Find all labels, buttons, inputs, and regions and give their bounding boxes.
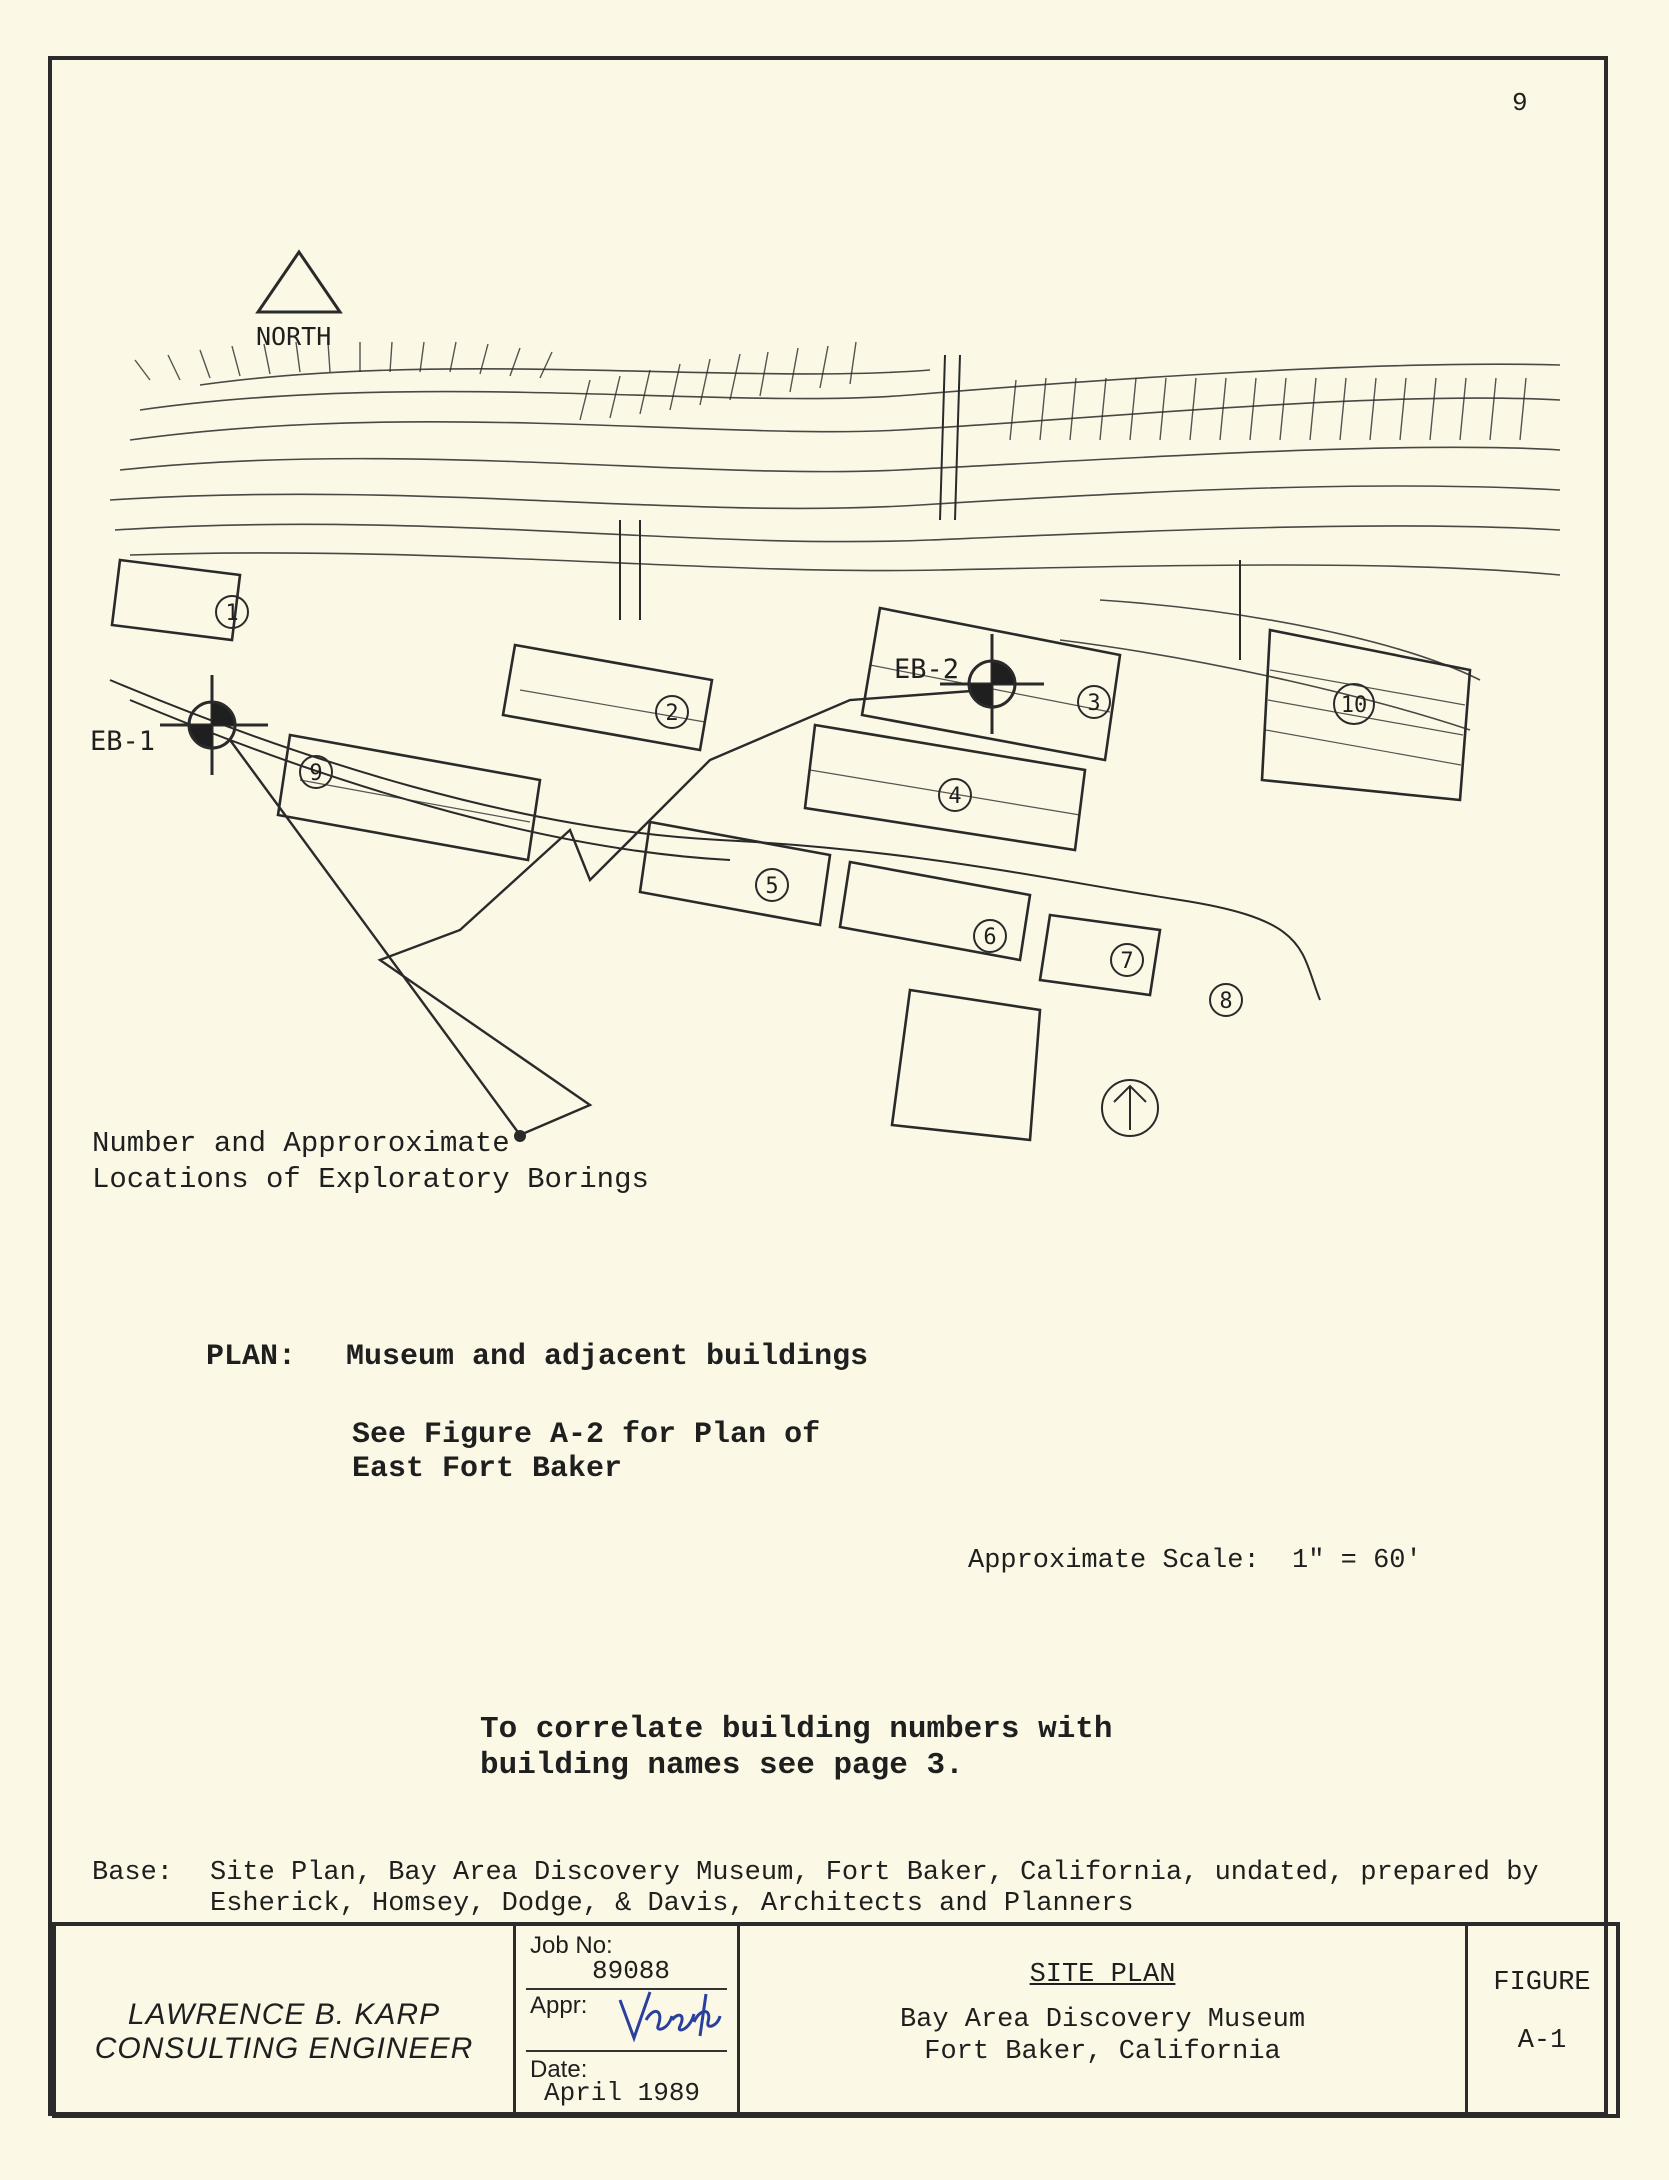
building-9-marker bbox=[299, 755, 333, 789]
scale-text: Approximate Scale: 1" = 60' bbox=[968, 1546, 1422, 1576]
building-10-outline bbox=[1260, 628, 1472, 802]
boring-leader-line bbox=[377, 688, 986, 1137]
plan-reference-line-2: East Fort Baker bbox=[352, 1452, 623, 1486]
borings-legend-line-1: Number and Approroximate bbox=[92, 1127, 510, 1160]
boring-eb2-symbol bbox=[940, 634, 1044, 734]
building-number: 4 bbox=[948, 784, 961, 809]
firm-name-line-1: LAWRENCE B. KARP bbox=[127, 1998, 441, 2031]
building-number: 1 bbox=[225, 601, 238, 626]
parking-lot-outline bbox=[890, 988, 1042, 1142]
boring-leader-line-2 bbox=[229, 739, 521, 1136]
project-line-2: Fort Baker, California bbox=[924, 2037, 1281, 2067]
boring-eb1-symbol bbox=[160, 675, 268, 775]
building-number: 5 bbox=[765, 874, 778, 899]
project-name: Bay Area Discovery Museum Fort Baker, Ca… bbox=[740, 2004, 1465, 2068]
borings-legend-line-2: Locations of Exploratory Borings bbox=[92, 1163, 649, 1196]
plan-reference: See Figure A-2 for Plan of East Fort Bak… bbox=[352, 1418, 820, 1486]
page-number: 9 bbox=[1512, 88, 1528, 118]
building-10-marker bbox=[1333, 683, 1375, 725]
approval-signature-icon bbox=[618, 1991, 722, 2043]
date-label: Date: bbox=[530, 2056, 588, 2083]
leader-dot-icon bbox=[514, 1130, 526, 1142]
building-number: 10 bbox=[1341, 693, 1368, 718]
building-1-outline bbox=[110, 558, 242, 642]
north-label: NORTH bbox=[256, 322, 332, 351]
job-number-value: 89088 bbox=[592, 1956, 671, 1986]
building-number: 2 bbox=[665, 701, 678, 726]
job-number-rule bbox=[526, 1988, 727, 1990]
plan-title-text: Museum and adjacent buildings bbox=[346, 1340, 869, 1374]
title-block-title-cell: SITE PLAN Bay Area Discovery Museum Fort… bbox=[740, 1926, 1468, 2114]
plan-north-arrow-icon bbox=[1101, 1079, 1159, 1137]
boring-labels: EB-1 EB-2 bbox=[90, 654, 959, 757]
date-value: April 1989 bbox=[544, 2078, 701, 2108]
job-number-label: Job No: bbox=[530, 1932, 613, 1959]
borings-legend-label: Number and Approroximate Locations of Ex… bbox=[92, 1126, 649, 1198]
approved-label: Appr: bbox=[530, 1992, 588, 2019]
plan-label: PLAN: bbox=[206, 1340, 297, 1374]
building-6-marker bbox=[973, 919, 1007, 953]
building-5-marker bbox=[755, 868, 789, 902]
plan-title: PLAN: Museum and adjacent buildings bbox=[206, 1340, 868, 1374]
correlate-note-line-1: To correlate building numbers with bbox=[480, 1712, 1113, 1747]
north-arrow-icon bbox=[255, 249, 343, 314]
firm-name: LAWRENCE B. KARP CONSULTING ENGINEER bbox=[56, 1998, 512, 2066]
building-3-marker bbox=[1077, 685, 1111, 719]
correlate-note: To correlate building numbers with build… bbox=[480, 1712, 1113, 1784]
building-4-outline bbox=[803, 723, 1087, 852]
correlate-note-line-2: building names see page 3. bbox=[480, 1748, 964, 1783]
building-6-outline bbox=[838, 860, 1032, 962]
building-markers bbox=[215, 595, 1375, 1017]
figure-label: FIGURE bbox=[1493, 1968, 1591, 1998]
building-2-outline bbox=[501, 643, 714, 752]
building-9-outline bbox=[276, 733, 542, 862]
figure-number: A-1 bbox=[1517, 2026, 1567, 2056]
contour-lines bbox=[109, 363, 1561, 731]
building-number: 9 bbox=[309, 761, 322, 786]
building-number: 3 bbox=[1087, 691, 1100, 716]
plan-reference-line-1: See Figure A-2 for Plan of bbox=[352, 1418, 821, 1452]
title-block-job-cell: Job No: 89088 Appr: Date: April 1989 bbox=[516, 1926, 740, 2114]
building-7-outline bbox=[1038, 913, 1162, 997]
building-number: 7 bbox=[1120, 949, 1133, 974]
building-outlines bbox=[110, 558, 1472, 1142]
building-1-marker bbox=[215, 595, 249, 629]
boring-label-eb2: EB-2 bbox=[894, 654, 959, 685]
building-8-marker bbox=[1209, 983, 1243, 1017]
building-7-marker bbox=[1110, 943, 1144, 977]
site-plan-drawing: 1 2 3 4 5 6 7 8 9 10 EB-1 EB-2 bbox=[90, 249, 1561, 1142]
ridge-hatching bbox=[134, 341, 1527, 441]
building-2-marker bbox=[655, 695, 689, 729]
firm-name-line-2: CONSULTING ENGINEER bbox=[94, 2032, 474, 2065]
building-4-marker bbox=[938, 778, 972, 812]
title-block-figure-cell: FIGURE A-1 bbox=[1468, 1926, 1616, 2114]
base-note-label: Base: bbox=[92, 1858, 174, 1888]
building-3-outline bbox=[860, 606, 1122, 762]
project-line-1: Bay Area Discovery Museum bbox=[899, 2005, 1306, 2035]
base-note: Base: Site Plan, Bay Area Discovery Museu… bbox=[92, 1858, 1592, 1920]
drawing-title: SITE PLAN bbox=[1029, 1960, 1176, 1990]
building-number: 8 bbox=[1219, 989, 1232, 1014]
approved-rule bbox=[526, 2050, 727, 2052]
title-block: LAWRENCE B. KARP CONSULTING ENGINEER Job… bbox=[52, 1922, 1620, 2118]
base-note-line-2: Esherick, Homsey, Dodge, & Davis, Archit… bbox=[210, 1889, 1134, 1919]
base-note-line-1: Site Plan, Bay Area Discovery Museum, Fo… bbox=[210, 1858, 1539, 1888]
roads bbox=[109, 354, 1321, 1001]
building-5-outline bbox=[638, 820, 832, 927]
boring-label-eb1: EB-1 bbox=[90, 726, 155, 757]
building-number-labels: 1 2 3 4 5 6 7 8 9 10 bbox=[225, 601, 1367, 1014]
building-interior-lines bbox=[299, 664, 1466, 823]
building-number: 6 bbox=[983, 925, 996, 950]
title-block-firm-cell: LAWRENCE B. KARP CONSULTING ENGINEER bbox=[56, 1926, 516, 2114]
